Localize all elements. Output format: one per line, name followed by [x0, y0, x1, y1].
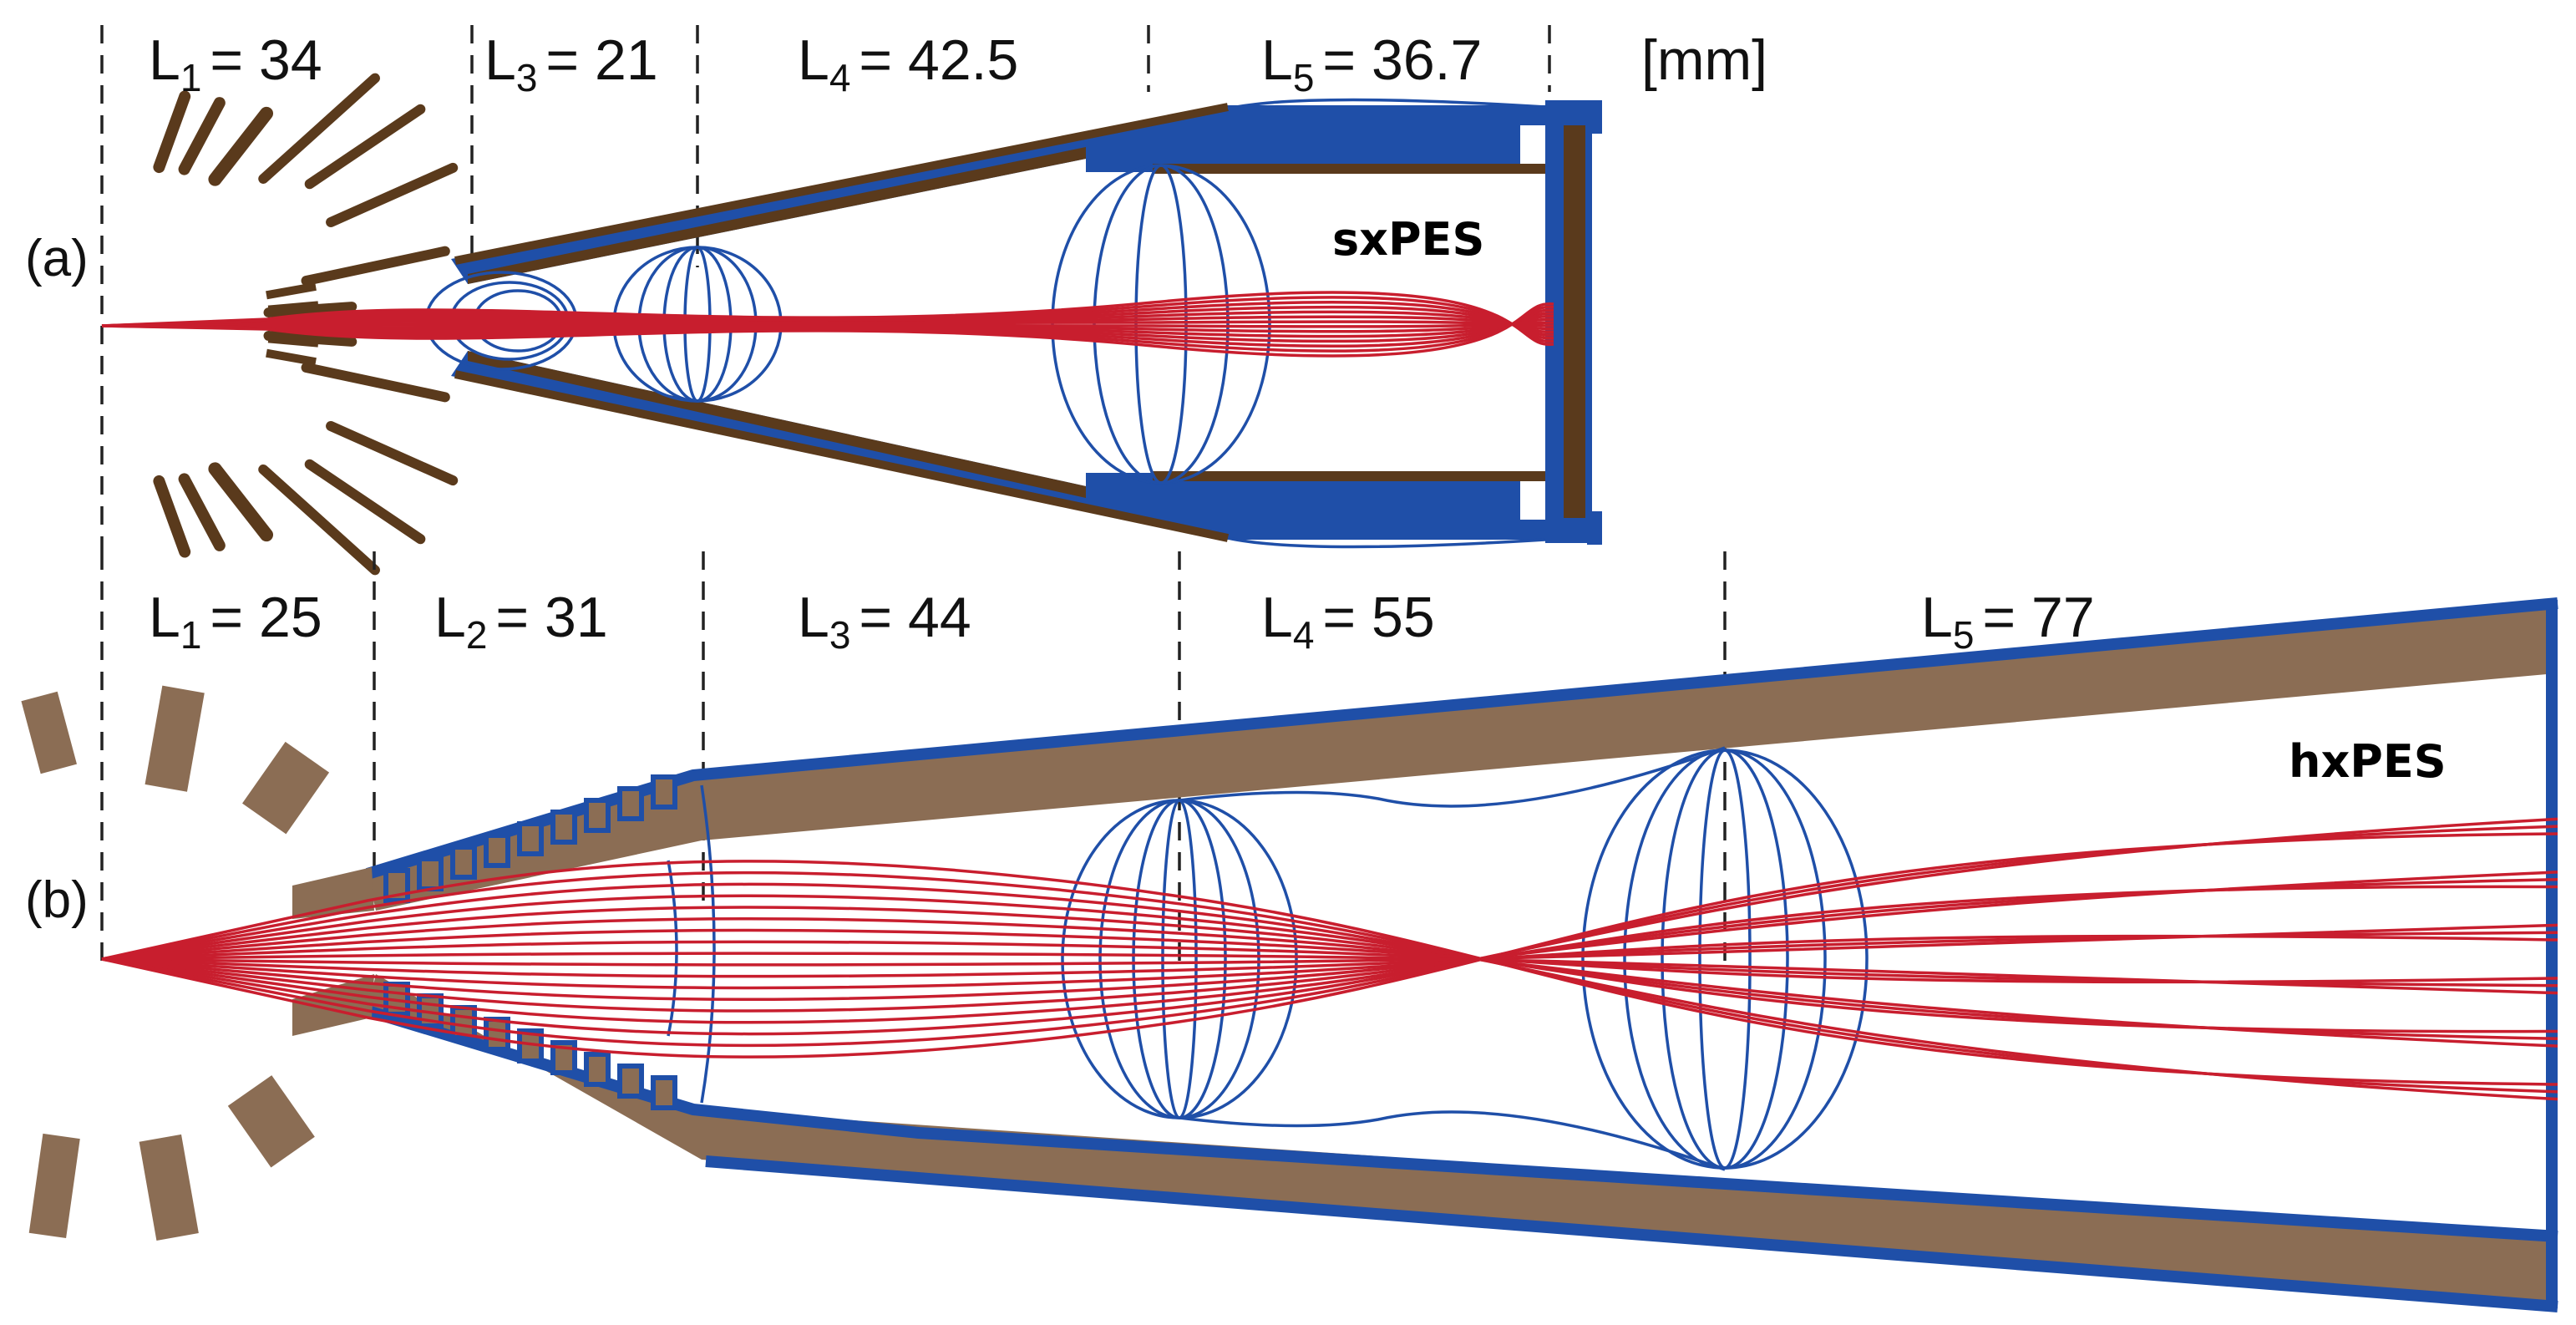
segment-electrode-top — [484, 833, 510, 868]
segment-electrode-top — [517, 821, 544, 856]
segment-electrode-top — [617, 786, 644, 821]
electrode-block — [21, 691, 77, 774]
panel-b-tag: (b) — [25, 871, 89, 929]
electrode-tip — [267, 334, 319, 348]
segment-electrode-bottom — [617, 1064, 644, 1099]
trajectory — [101, 952, 2558, 995]
trajectory — [101, 871, 2558, 1001]
segment-electrode-bottom — [484, 1017, 510, 1052]
trajectory — [101, 894, 2558, 1033]
electrode-tip — [267, 301, 319, 314]
segment-label-b-l2: L2= 31 — [434, 586, 608, 657]
electrode-rod — [304, 104, 426, 190]
segment-electrode-top — [550, 810, 577, 845]
trajectory — [101, 917, 2558, 1048]
grid-electrodes-a — [153, 73, 459, 576]
trajectory — [101, 931, 2558, 978]
panel-a-name: sxPES — [1332, 213, 1484, 266]
segment-electrode-top — [450, 845, 477, 880]
trajectories-b — [101, 817, 2558, 1101]
electrode-rod — [326, 421, 459, 486]
electrode-block — [242, 741, 330, 835]
segment-label-b-l1: L1= 25 — [149, 586, 322, 657]
electrode-rod — [258, 464, 380, 576]
trajectory — [101, 302, 1554, 358]
electrode-rod — [301, 362, 450, 403]
trajectory — [101, 934, 2558, 990]
segment-label-a-l1: L1= 34 — [149, 28, 322, 99]
trajectory — [101, 885, 2558, 1024]
segment-label-a-l4: L4= 42.5 — [798, 28, 1018, 99]
electrode-tip — [266, 282, 317, 300]
electrode-rod — [326, 162, 459, 227]
segment-electrode-top — [417, 856, 444, 891]
electrode-rod — [178, 473, 226, 551]
trajectory — [101, 877, 2558, 1013]
trajectory — [101, 906, 2558, 1041]
electrode-rod — [258, 73, 380, 185]
segment-label-a-l3: L3= 21 — [484, 28, 658, 99]
electrode-block — [227, 1075, 315, 1168]
electrode-block — [145, 685, 205, 792]
segment-label-b-l4: L4= 55 — [1261, 586, 1435, 657]
electrode-block — [28, 1133, 80, 1238]
unit-label: [mm] — [1641, 28, 1767, 92]
panel-b-hxpes: (b) hxPES L1= 25 L2= 31 L3= 44 L4= 55 L5… — [21, 551, 2558, 1312]
electrode-rod — [153, 475, 191, 558]
trajectory — [101, 832, 2558, 1058]
electrode-rod — [153, 90, 191, 174]
trajectory — [101, 817, 2558, 1036]
electrode-rod — [301, 246, 450, 287]
trajectory — [101, 923, 2558, 967]
segment-label-a-l5: L5= 36.7 — [1261, 28, 1482, 99]
segment-electrode-top — [584, 798, 611, 833]
segment-electrode-bottom — [584, 1052, 611, 1087]
trajectory — [101, 871, 2558, 1094]
electrode-block — [139, 1134, 199, 1241]
panel-b-name: hxPES — [2289, 735, 2447, 788]
lens-walls-a — [451, 100, 1602, 545]
electrode-rod — [304, 459, 426, 545]
segment-electrode-top — [651, 774, 677, 810]
segment-boundaries-b — [100, 551, 1727, 961]
segment-boundaries-a — [100, 25, 1551, 551]
segmented-electrodes-b — [383, 774, 677, 1110]
trajectory — [101, 882, 2558, 1101]
trajectory — [101, 940, 2558, 987]
panel-a-tag: (a) — [25, 230, 89, 287]
equipotentials-b — [667, 746, 1869, 1171]
electrode-rod — [208, 462, 274, 542]
segment-electrode-bottom — [651, 1075, 677, 1110]
panel-a-sxpes: (a) sxPES [mm] L1= 34 L3= 21 L4= 42.5 L5… — [25, 25, 1767, 576]
segment-label-b-l5: L5= 77 — [1921, 586, 2095, 657]
lens-walls-b — [292, 597, 2558, 1312]
electrode-rod — [178, 97, 226, 175]
electrode-tip — [266, 348, 317, 367]
trajectories-a — [101, 291, 1554, 358]
segment-electrode-top — [383, 868, 410, 903]
trajectory — [101, 825, 2558, 1048]
trajectory — [101, 928, 2558, 984]
trajectory — [101, 860, 2558, 1086]
segment-label-b-l3: L3= 44 — [798, 586, 971, 657]
grid-electrodes-b — [21, 685, 330, 1241]
electrode-rod — [208, 106, 274, 186]
